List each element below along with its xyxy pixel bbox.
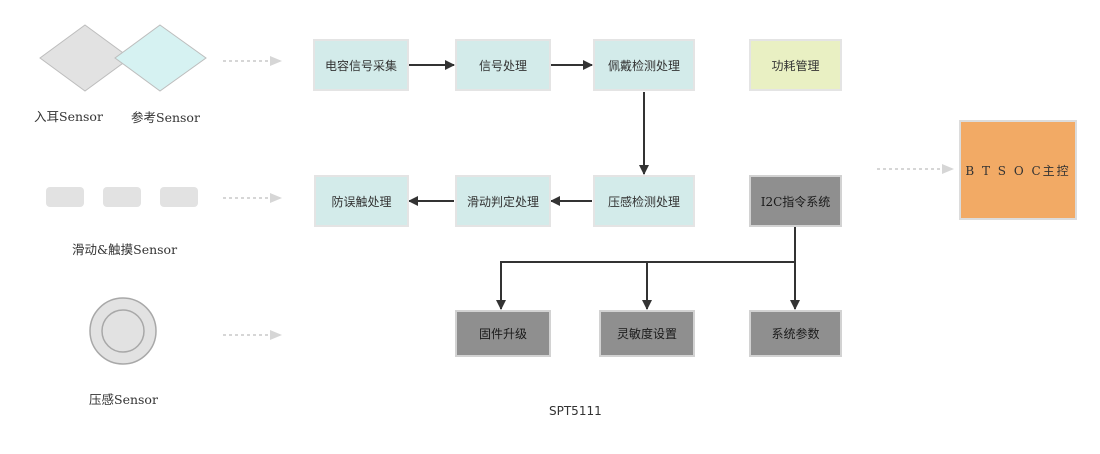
btsoc-host-box: B T S O C主控 [959,120,1077,220]
signal-processing-box: 信号处理 [455,39,551,91]
pressure-sensor-label: 压感Sensor [89,392,158,407]
capacitive-capture-box: 电容信号采集 [313,39,409,91]
pressure-sensor-inner-ring [101,309,145,353]
touch-pad-1 [46,187,84,207]
anti-mistouch-box: 防误触处理 [314,175,409,227]
touch-pad-2 [103,187,141,207]
slide-judgment-box: 滑动判定处理 [455,175,551,227]
i2c-command-system-box: I2C指令系统 [749,175,842,227]
in-ear-sensor-label: 入耳Sensor [34,109,103,124]
wear-detection-box: 佩戴检测处理 [593,39,695,91]
pressure-sensor-icon [89,297,157,365]
system-parameters-box: 系统参数 [749,310,842,357]
in-ear-sensor-icon [39,24,131,92]
chip-label: SPT5111 [549,404,602,418]
pressure-detection-box: 压感检测处理 [593,175,695,227]
touch-pad-3 [160,187,198,207]
reference-sensor-icon [114,24,207,92]
reference-sensor-label: 参考Sensor [131,110,200,125]
firmware-upgrade-box: 固件升级 [455,310,551,357]
sensitivity-setting-box: 灵敏度设置 [599,310,695,357]
power-management-box: 功耗管理 [749,39,842,91]
slide-touch-sensor-label: 滑动&触摸Sensor [72,242,178,257]
